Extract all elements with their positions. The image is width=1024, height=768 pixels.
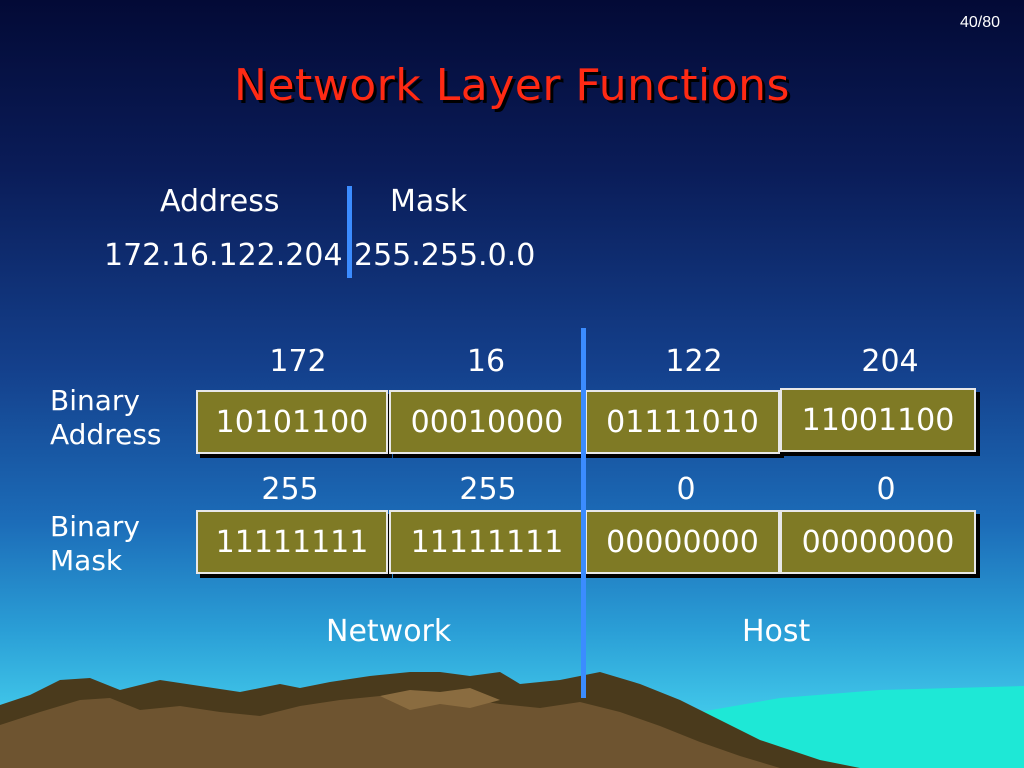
- binary-mask-octet-box: 11111111: [196, 510, 388, 574]
- binary-address-octet-box: 10101100: [196, 390, 388, 454]
- binary-address-octet-box: 11001100: [780, 388, 976, 452]
- address-octet: 204: [861, 344, 919, 379]
- mask-octet: 255: [459, 472, 517, 507]
- binary-mask-octet-box: 11111111: [389, 510, 585, 574]
- network-host-divider: [581, 328, 586, 698]
- address-octet: 16: [466, 344, 506, 379]
- binary-mask-octet-box: 00000000: [585, 510, 780, 574]
- binary-address-label-line1: Binary: [50, 384, 140, 417]
- address-mask-divider: [347, 186, 352, 278]
- address-header: Address: [160, 184, 280, 219]
- mask-octet: 0: [876, 472, 896, 507]
- host-label: Host: [742, 614, 811, 649]
- binary-address-octet-box: 01111010: [585, 390, 780, 454]
- binary-mask-label: Binary Mask: [50, 510, 140, 578]
- mountain-front: [0, 696, 780, 768]
- binary-mask-label-line1: Binary: [50, 510, 140, 543]
- binary-address-label: Binary Address: [50, 384, 162, 452]
- network-label: Network: [326, 614, 452, 649]
- mountain-highlight: [380, 688, 500, 710]
- address-value: 172.16.122.204: [104, 238, 343, 273]
- address-octet: 172: [269, 344, 327, 379]
- mask-value: 255.255.0.0: [354, 238, 536, 273]
- binary-mask-octet-box: 00000000: [780, 510, 976, 574]
- binary-address-octet-box: 00010000: [389, 390, 585, 454]
- mask-header: Mask: [390, 184, 468, 219]
- mask-octet: 255: [261, 472, 319, 507]
- binary-mask-label-line2: Mask: [50, 544, 123, 577]
- binary-address-label-line2: Address: [50, 418, 162, 451]
- mask-octet: 0: [676, 472, 696, 507]
- page-number: 40/80: [959, 14, 1000, 31]
- slide-title: Network Layer Functions: [234, 60, 790, 111]
- address-octet: 122: [665, 344, 723, 379]
